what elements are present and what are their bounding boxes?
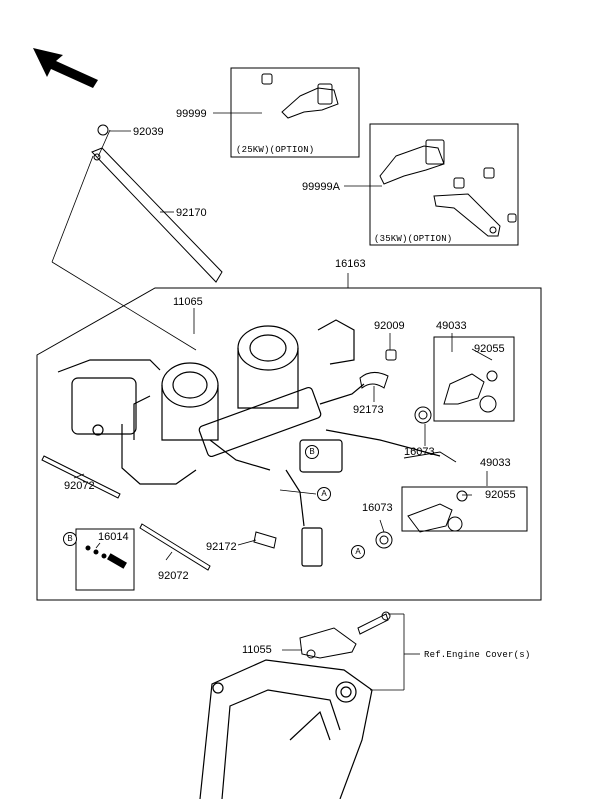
label-11065: 11065 bbox=[173, 296, 203, 308]
fitting-49033-lower bbox=[403, 451, 468, 533]
part-16014 bbox=[85, 545, 127, 569]
label-92072-bottom: 92072 bbox=[158, 570, 189, 582]
option-25kw-label: (25KW)(OPTION) bbox=[236, 145, 315, 155]
option-35kw-parts bbox=[379, 139, 517, 237]
label-16073-lower: 16073 bbox=[362, 502, 393, 514]
label-92055-upper: 92055 bbox=[474, 343, 505, 355]
fitting-box-lower bbox=[401, 486, 528, 532]
option-box-35kw bbox=[369, 123, 519, 246]
marker-b-upper: B bbox=[305, 445, 319, 459]
front-direction-arrow-icon bbox=[33, 48, 98, 88]
small-hardware bbox=[359, 349, 432, 549]
option-35kw-label: (35KW)(OPTION) bbox=[374, 234, 453, 244]
label-16163: 16163 bbox=[335, 258, 366, 270]
leader-lines bbox=[51, 112, 493, 691]
bolt-92172 bbox=[253, 531, 277, 549]
label-92055-lower: 92055 bbox=[485, 489, 516, 501]
label-92009: 92009 bbox=[374, 320, 405, 332]
label-92072-left: 92072 bbox=[64, 480, 95, 492]
option-box-25kw bbox=[230, 67, 360, 158]
label-16014: 16014 bbox=[98, 531, 129, 543]
assembly-frame-16163 bbox=[36, 287, 542, 601]
engine-cover-reference: Ref.Engine Cover(s) bbox=[424, 650, 531, 660]
engine-cover bbox=[199, 659, 373, 799]
strap-92170 bbox=[91, 124, 223, 283]
marker-a-lower: A bbox=[351, 545, 365, 559]
bracket-11055 bbox=[299, 611, 391, 659]
label-49033-lower: 49033 bbox=[480, 457, 511, 469]
marker-b-lower: B bbox=[63, 532, 77, 546]
label-92173: 92173 bbox=[353, 404, 384, 416]
throttle-body-assembly bbox=[57, 319, 441, 567]
label-16073-upper: 16073 bbox=[404, 446, 435, 458]
label-49033-upper: 49033 bbox=[436, 320, 467, 332]
fitting-box-upper bbox=[433, 336, 515, 422]
fitting-49033-upper bbox=[443, 370, 498, 413]
part-box-16014 bbox=[75, 528, 135, 591]
cable-ties bbox=[41, 455, 211, 571]
label-11055: 11055 bbox=[242, 644, 272, 656]
label-92039: 92039 bbox=[133, 126, 164, 138]
label-92170: 92170 bbox=[176, 207, 207, 219]
label-99999A: 99999A bbox=[302, 181, 340, 193]
marker-a-upper: A bbox=[317, 487, 331, 501]
option-25kw-parts bbox=[261, 73, 339, 119]
label-99999: 99999 bbox=[176, 108, 207, 120]
label-92172: 92172 bbox=[206, 541, 237, 553]
